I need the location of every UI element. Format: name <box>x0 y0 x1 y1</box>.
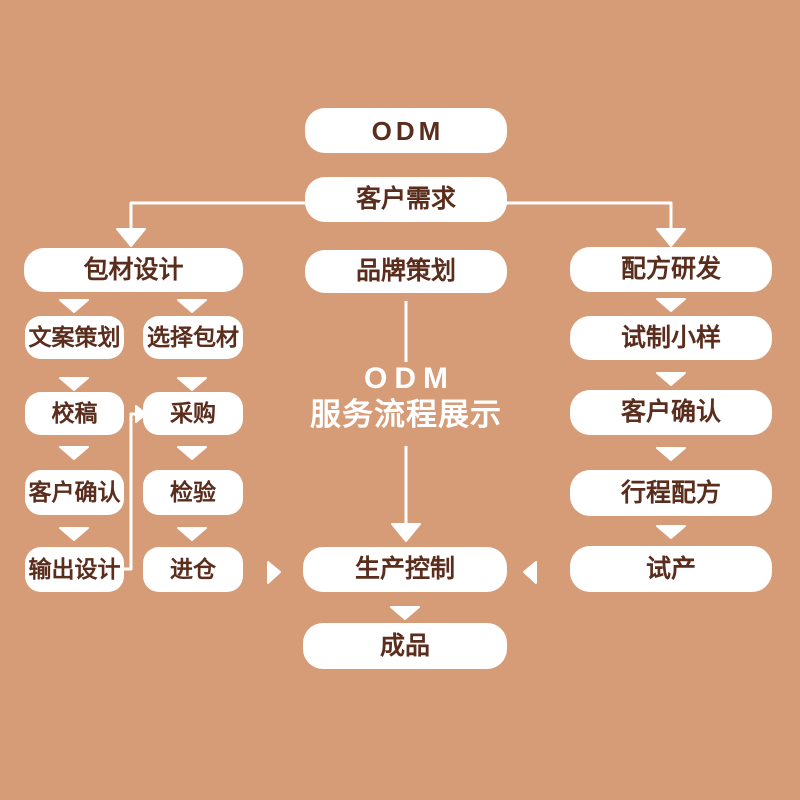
node-odm: ODM <box>305 108 507 153</box>
arrow-down-icon <box>656 228 686 247</box>
node-proofreading: 校稿 <box>25 392 124 435</box>
node-warehousing: 进仓 <box>143 547 243 592</box>
arrow-down-icon <box>391 523 421 542</box>
arrow-down-icon <box>656 525 686 539</box>
arrow-down-icon <box>177 446 207 460</box>
connector-output-design-to-purchasing <box>124 412 136 571</box>
diagram-title: ODM 服务流程展示 <box>285 362 527 433</box>
arrow-down-icon <box>656 372 686 386</box>
arrow-down-icon <box>177 299 207 313</box>
arrow-down-icon <box>177 377 207 391</box>
arrow-down-icon <box>59 299 89 313</box>
arrow-down-icon <box>390 606 420 620</box>
node-brand-planning: 品牌策划 <box>305 250 507 293</box>
node-formula-schedule: 行程配方 <box>570 470 772 516</box>
arrow-down-icon <box>59 377 89 391</box>
diagram-title-line1: ODM <box>364 362 455 395</box>
arrow-down-icon <box>177 527 207 541</box>
arrow-down-icon <box>59 527 89 541</box>
node-trial-production: 试产 <box>570 546 772 592</box>
node-customer-confirm-right: 客户确认 <box>570 390 772 435</box>
connector-customer-needs-to-formula-rd <box>506 201 673 231</box>
arrow-right-icon <box>267 561 281 584</box>
arrow-down-icon <box>116 228 146 247</box>
arrow-down-icon <box>656 447 686 461</box>
node-inspection: 检验 <box>143 470 243 515</box>
node-output-design: 输出设计 <box>25 547 124 592</box>
connector-customer-needs-to-packaging-design <box>129 201 306 231</box>
node-select-packaging: 选择包材 <box>143 316 243 359</box>
node-packaging-design: 包材设计 <box>24 248 243 292</box>
node-production-control: 生产控制 <box>303 547 507 592</box>
arrow-right-icon <box>135 405 147 423</box>
arrow-down-icon <box>656 298 686 312</box>
node-purchasing: 采购 <box>143 392 243 435</box>
arrow-down-icon <box>59 446 89 460</box>
node-finished-product: 成品 <box>303 623 507 669</box>
diagram-title-line2: 服务流程展示 <box>310 397 502 432</box>
arrow-left-icon <box>523 561 537 584</box>
node-formula-rd: 配方研发 <box>570 247 772 292</box>
node-customer-needs: 客户需求 <box>305 177 507 222</box>
node-customer-confirm-left: 客户确认 <box>25 470 124 515</box>
node-trial-sample: 试制小样 <box>570 316 772 360</box>
node-copywriting: 文案策划 <box>25 316 124 359</box>
